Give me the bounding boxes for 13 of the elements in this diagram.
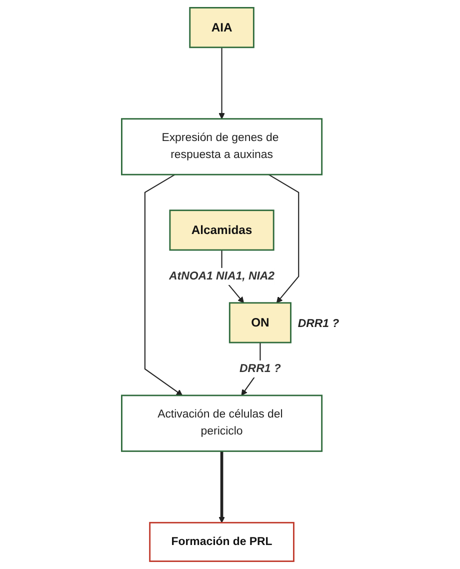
edge-label: AtNOA1 NIA1, NIA2 — [168, 270, 274, 282]
gene-label: DRR1 ? — [297, 318, 339, 330]
node-box: Activación de células del periciclo — [120, 394, 322, 452]
node-box: Formación de PRL — [148, 522, 294, 562]
arrow — [268, 174, 299, 304]
node-box: Expresión de genes de respuesta a auxinas — [120, 118, 322, 176]
arrow — [144, 174, 182, 396]
node-box: AIA — [188, 7, 254, 48]
arrow — [218, 47, 224, 120]
edge-label: DRR1 ? — [239, 362, 280, 375]
node-box: ON — [228, 302, 292, 344]
node-box: Alcamidas — [168, 210, 274, 251]
arrow — [218, 451, 224, 523]
